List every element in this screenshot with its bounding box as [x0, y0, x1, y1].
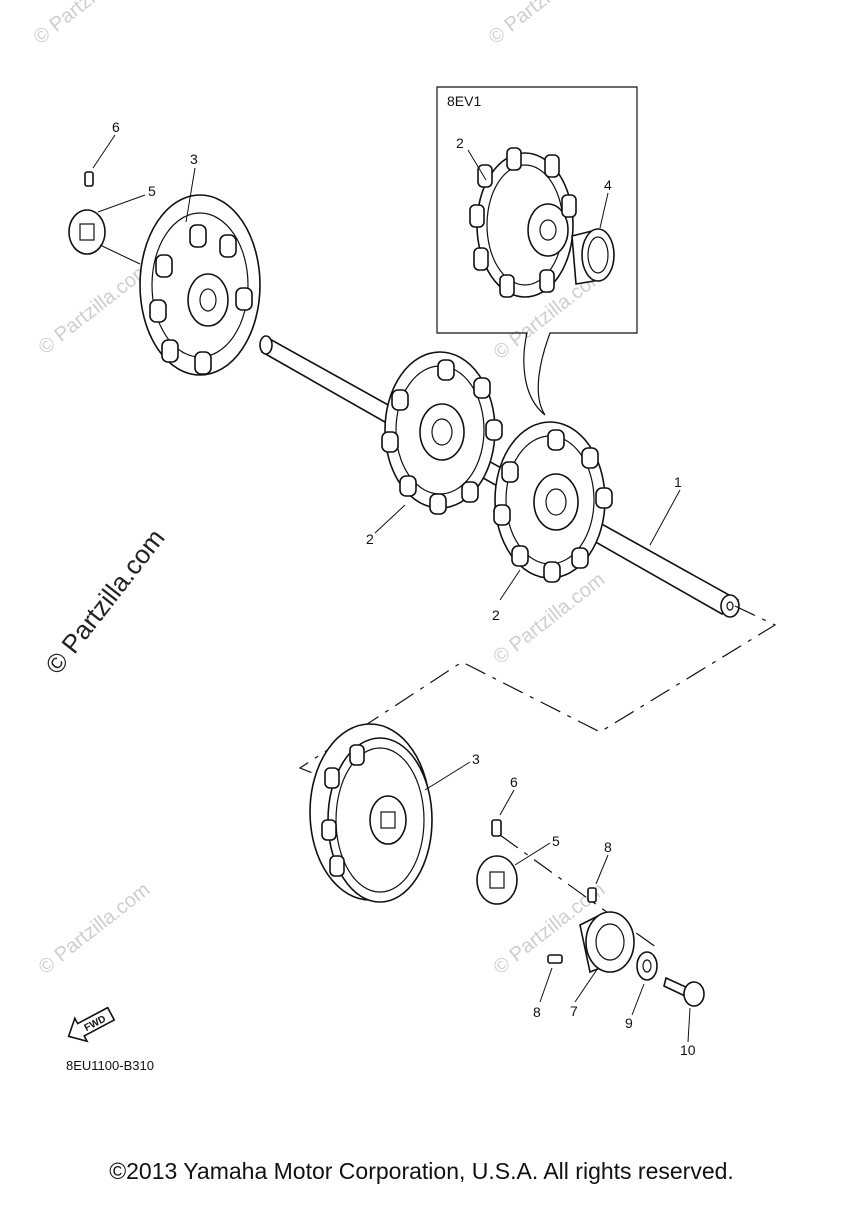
watermark-1: © Partzilla.com — [30, 0, 150, 49]
diagram-code: 8EU1100-B310 — [66, 1058, 154, 1073]
callout-2-inset: 2 — [456, 135, 464, 151]
callout-6-lower: 6 — [510, 774, 518, 790]
callout-5-lower: 5 — [552, 833, 560, 849]
sprocket-middle-1: 2 — [366, 351, 503, 547]
collar-lower: 5 — [476, 833, 560, 905]
outer-wheel-upper: 3 — [139, 151, 261, 376]
fwd-arrow: FWD — [67, 1006, 116, 1043]
watermark-2: © Partzilla.com — [485, 0, 605, 49]
inset-8ev1: 8EV1 2 4 — [436, 86, 638, 416]
callout-6-upper: 6 — [112, 119, 120, 135]
centerline — [298, 605, 777, 951]
inset-bushing — [571, 228, 615, 285]
callout-1: 1 — [674, 474, 682, 490]
callout-3-upper: 3 — [190, 151, 198, 167]
callout-7: 7 — [570, 1003, 578, 1019]
set-screw-lower: 6 — [491, 774, 518, 837]
watermark-main: © Partzilla.com — [39, 523, 171, 680]
callout-5-upper: 5 — [148, 183, 156, 199]
watermark-3: © Partzilla.com — [35, 259, 155, 359]
callout-4: 4 — [604, 177, 612, 193]
collar-upper: 5 — [68, 183, 156, 265]
bearing-screw-top: 8 — [587, 839, 612, 903]
callout-9: 9 — [625, 1015, 633, 1031]
watermark-5: © Partzilla.com — [490, 569, 610, 669]
inset-sprocket — [469, 147, 577, 298]
bearing: 7 — [570, 911, 635, 1019]
set-screw-upper: 6 — [84, 119, 120, 187]
copyright-notice: ©2013 Yamaha Motor Corporation, U.S.A. A… — [109, 1158, 734, 1184]
callout-2-mid1: 2 — [366, 531, 374, 547]
callout-8-top: 8 — [604, 839, 612, 855]
callout-10: 10 — [680, 1042, 696, 1058]
inset-label: 8EV1 — [447, 93, 481, 109]
sprocket-middle-2: 2 — [492, 421, 613, 623]
bearing-screw-side: 8 — [533, 954, 563, 1020]
outer-wheel-lower: 3 — [309, 723, 480, 903]
fwd-label: FWD — [83, 1014, 108, 1034]
bolt: 10 — [663, 976, 705, 1058]
callout-8-side: 8 — [533, 1004, 541, 1020]
washer: 9 — [625, 951, 658, 1031]
callout-2-mid2: 2 — [492, 607, 500, 623]
watermark-6: © Partzilla.com — [35, 879, 155, 979]
callout-3-lower: 3 — [472, 751, 480, 767]
